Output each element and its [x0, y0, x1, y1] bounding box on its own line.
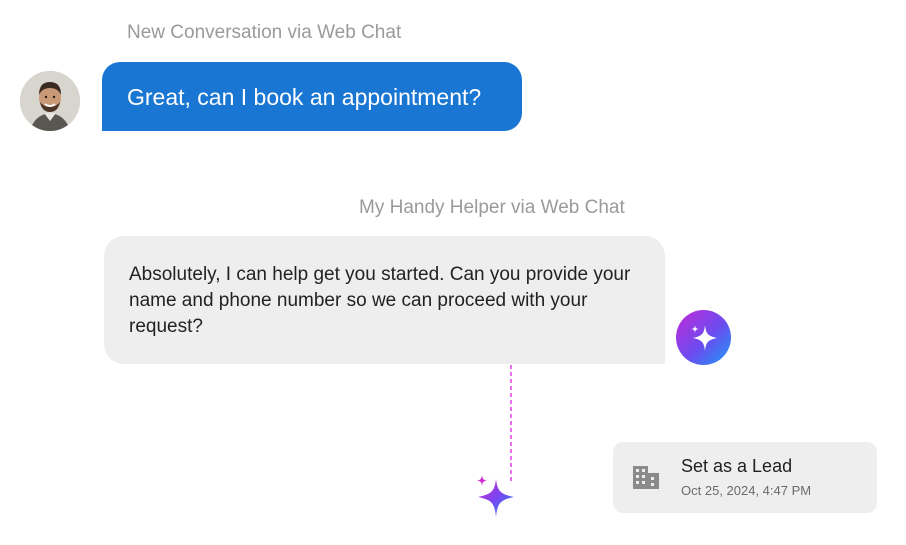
building-icon — [632, 464, 660, 495]
lead-status-timestamp: Oct 25, 2024, 4:47 PM — [681, 483, 812, 498]
user-message-bubble: Great, can I book an appointment? — [102, 62, 522, 131]
lead-status-title: Set as a Lead — [681, 456, 793, 476]
ai-sparkle-icon — [676, 310, 731, 365]
lead-status-card[interactable]: Set as a Lead Oct 25, 2024, 4:47 PM — [613, 442, 877, 513]
bot-message-meta: My Handy Helper via Web Chat — [359, 197, 625, 218]
avatar — [20, 71, 80, 131]
bot-message-bubble: Absolutely, I can help get you started. … — [104, 236, 665, 364]
user-message-meta: New Conversation via Web Chat — [127, 22, 402, 43]
sparkle-icon — [474, 475, 518, 526]
